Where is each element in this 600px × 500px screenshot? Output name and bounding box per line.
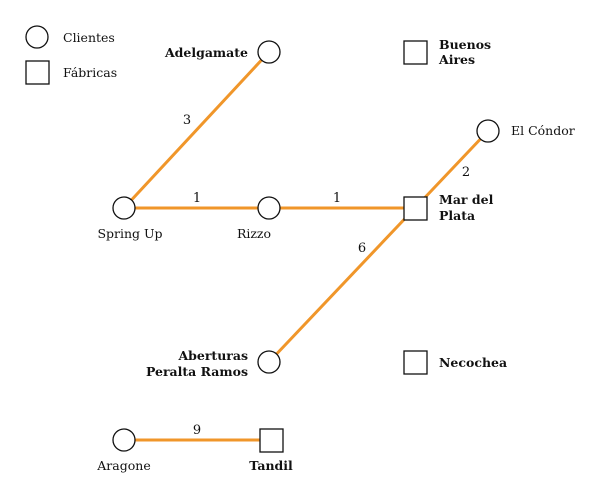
node-buenos-aires: Buenos Aires (403, 37, 491, 67)
edge-label-mardelplata-aberturas: 6 (358, 241, 366, 256)
edge-label-springup-rizzo: 1 (193, 191, 201, 206)
edge-label-aragone-tandil: 9 (193, 423, 201, 438)
node-label-aragone: Aragone (96, 458, 150, 473)
node-label-buenos-aires-line1: Buenos (439, 37, 491, 52)
node-spring-up: Spring Up (97, 196, 163, 241)
edge-labels: 3 1 1 2 6 9 (183, 113, 470, 438)
node-adelgamate: Adelgamate (164, 40, 281, 64)
legend-client-label: Clientes (63, 30, 115, 45)
node-label-rizzo: Rizzo (237, 226, 271, 241)
node-label-aberturas-line2: Peralta Ramos (146, 364, 248, 379)
client-circle (112, 196, 136, 220)
node-label-necochea: Necochea (439, 355, 507, 370)
client-circle (112, 428, 136, 452)
node-label-mar-del-plata-line2: Plata (439, 208, 475, 223)
node-mar-del-plata: Mar del Plata (403, 192, 494, 223)
factory-square (403, 350, 428, 375)
edge-mar-del-plata-el-condor (413, 129, 490, 210)
node-label-buenos-aires-line2: Aires (438, 52, 475, 67)
node-rizzo: Rizzo (237, 196, 281, 241)
node-tandil: Tandil (249, 428, 293, 473)
factory-square (403, 196, 428, 221)
node-label-aberturas-line1: Aberturas (177, 348, 248, 363)
factory-square (403, 40, 428, 65)
edge-mar-del-plata-aberturas (267, 206, 417, 364)
edge-label-springup-adelgamate: 3 (183, 113, 191, 128)
node-aragone: Aragone (96, 428, 151, 473)
legend-client-symbol (25, 25, 49, 49)
edge-label-rizzo-mardelplata: 1 (333, 191, 341, 206)
legend-factory-label: Fábricas (63, 65, 117, 80)
client-nodes: Adelgamate El Cóndor Spring Up Rizzo Abe… (96, 40, 575, 473)
legend: Clientes Fábricas (25, 25, 117, 85)
node-aberturas: Aberturas Peralta Ramos (146, 348, 281, 379)
node-label-mar-del-plata-line1: Mar del (439, 192, 494, 207)
factory-square (259, 428, 284, 453)
factory-nodes: Buenos Aires Mar del Plata Necochea Tand… (249, 37, 507, 473)
client-circle (476, 119, 500, 143)
edge-spring-up-adelgamate (122, 50, 271, 210)
legend-factory-symbol (25, 60, 50, 85)
node-label-tandil: Tandil (249, 458, 293, 473)
edge-label-mardelplata-elcondor: 2 (462, 165, 470, 180)
client-circle (257, 350, 281, 374)
edges (122, 50, 490, 442)
node-label-spring-up: Spring Up (97, 226, 162, 241)
node-necochea: Necochea (403, 350, 507, 375)
client-circle (257, 196, 281, 220)
node-label-adelgamate: Adelgamate (164, 45, 248, 60)
client-circle (257, 40, 281, 64)
node-label-el-condor: El Cóndor (511, 123, 575, 138)
node-el-condor: El Cóndor (476, 119, 575, 143)
